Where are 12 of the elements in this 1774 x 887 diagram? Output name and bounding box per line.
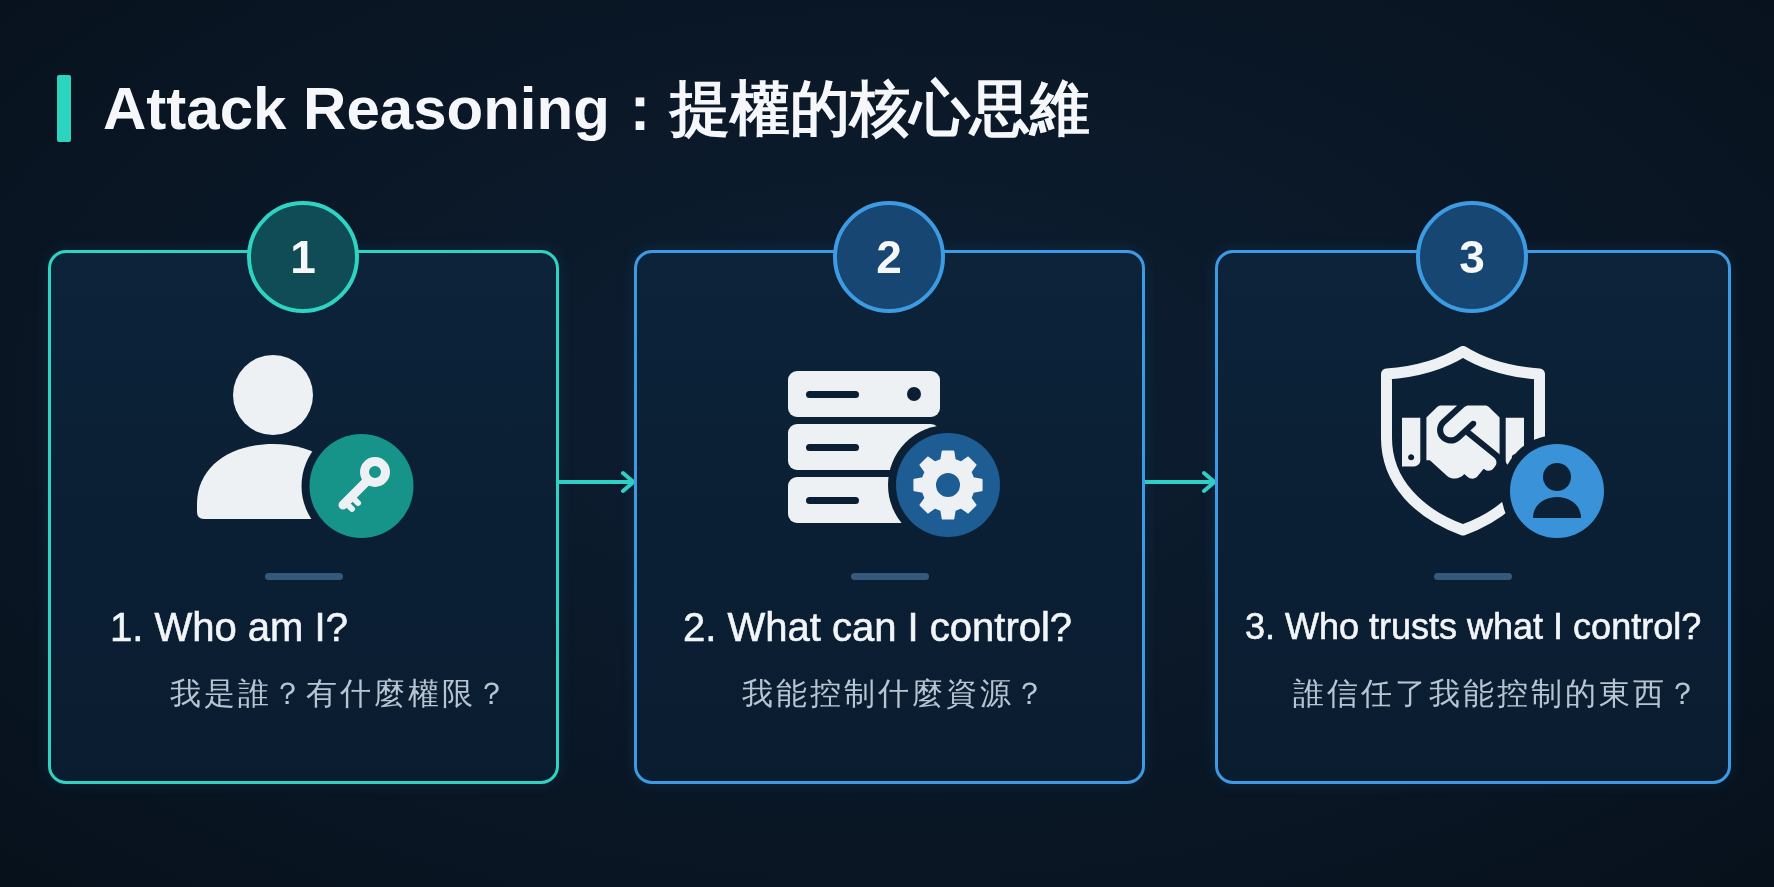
arrow bbox=[557, 471, 636, 493]
step-question: 2. What can I control? bbox=[683, 604, 1073, 651]
page-title: Attack Reasoning：提權的核心思維 bbox=[103, 74, 1090, 144]
step-number: 2 bbox=[876, 234, 902, 280]
step-subtitle: 我能控制什麼資源？ bbox=[742, 675, 1048, 713]
arrow bbox=[1143, 471, 1217, 493]
step-number: 3 bbox=[1459, 234, 1485, 280]
step-subtitle: 誰信任了我能控制的東西？ bbox=[1293, 675, 1701, 713]
step-question: 3. Who trusts what I control? bbox=[1245, 605, 1702, 649]
step-question: 1. Who am I? bbox=[110, 604, 348, 651]
step-subtitle: 我是誰？有什麼權限？ bbox=[170, 675, 510, 713]
step-number: 1 bbox=[290, 234, 316, 280]
